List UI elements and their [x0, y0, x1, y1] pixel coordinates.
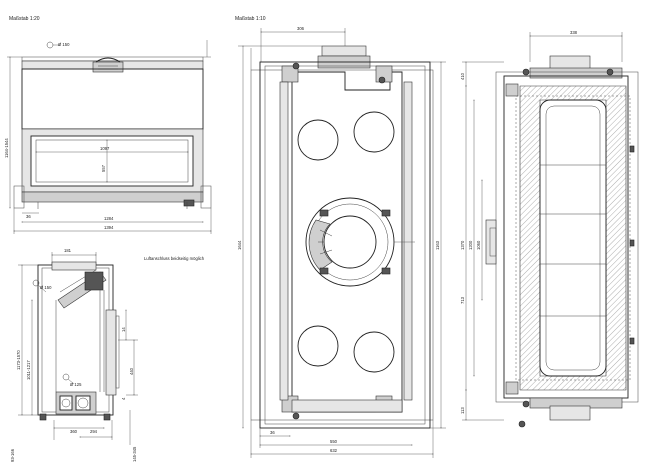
- side-flue-b: Ø 125: [70, 382, 82, 387]
- section-left-c: 713: [460, 296, 465, 304]
- side-flue: Ø 150: [40, 285, 52, 290]
- section-left-b: 1370: [460, 240, 465, 250]
- section-mid-a: 1200: [468, 240, 473, 250]
- side-top: 181: [64, 248, 72, 253]
- rear-height: 1644: [237, 240, 242, 250]
- section-mid-b: 1060: [476, 240, 481, 250]
- section-left-d: 113: [460, 407, 465, 414]
- front-view: [7, 40, 212, 234]
- side-height-b: 1011-1217: [26, 360, 31, 380]
- side-dim-e: 145-345: [132, 446, 137, 462]
- scale-label-right: Maßstab 1:10: [235, 16, 266, 22]
- side-dim-c: 4: [121, 397, 126, 400]
- front-width-2: 1394: [104, 225, 114, 230]
- front-flue-label: Ø 150: [58, 42, 70, 47]
- rear-bottom-b: 550: [330, 439, 338, 444]
- side-bottom-a: 360: [70, 429, 78, 434]
- front-height-total: 1164-1544: [4, 138, 9, 158]
- side-dim-b: 440: [129, 367, 134, 375]
- front-side-offset: 36: [26, 214, 31, 219]
- rear-height-right: 1163: [435, 240, 440, 250]
- section-view: [462, 32, 639, 428]
- air-connection-note: Luftanschluss beidseitig möglich: [144, 256, 205, 261]
- front-width-inner: 1097: [100, 146, 110, 151]
- rear-top: 306: [297, 26, 305, 31]
- side-dim-a: 14: [121, 327, 126, 332]
- side-dim-d: 93-166: [10, 448, 15, 462]
- section-left-a: 410: [460, 72, 465, 80]
- side-height-a: 1173-1570: [16, 350, 21, 370]
- side-bottom-b: 294: [90, 429, 98, 434]
- scale-label-left: Maßstab 1:20: [9, 16, 40, 22]
- side-view: [18, 252, 138, 445]
- section-top: 338: [570, 30, 578, 35]
- front-width-1: 1284: [104, 216, 114, 221]
- rear-bottom-c: 632: [330, 448, 338, 453]
- rear-bottom-a: 36: [270, 430, 275, 435]
- front-height-inner: 557: [101, 164, 106, 172]
- rear-view: [238, 28, 446, 458]
